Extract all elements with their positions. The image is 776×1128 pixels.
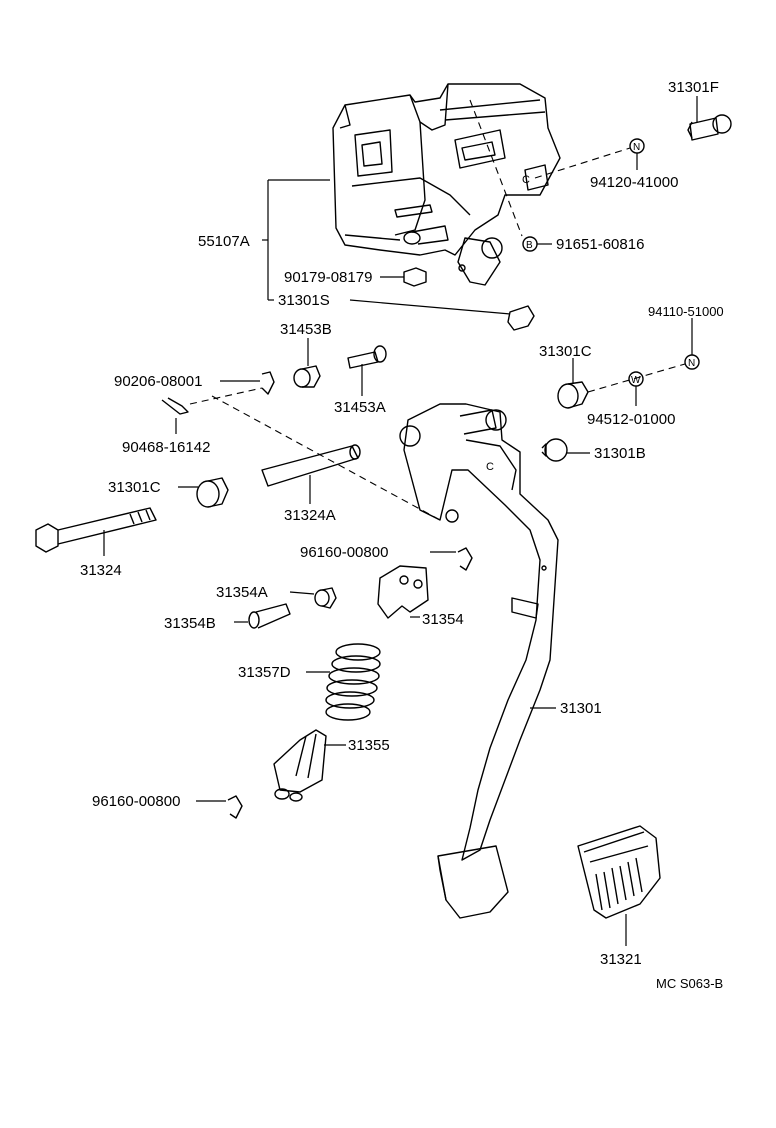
bolt-31301F-drawing <box>687 96 732 141</box>
nut-badge-n-top: N <box>534 138 645 179</box>
label-31324: 31324 <box>80 562 122 579</box>
svg-text:W: W <box>631 375 641 386</box>
label-94512-01000: 94512-01000 <box>587 411 675 428</box>
bracket-31354-drawing <box>377 565 429 619</box>
label-90468-16142: 90468-16142 <box>122 439 210 456</box>
svg-text:N: N <box>633 142 640 153</box>
bushing-31301C-top-drawing <box>557 358 589 409</box>
assembly-line-pin <box>211 395 441 521</box>
label-31453A: 31453A <box>334 399 386 416</box>
label-31301C-left: 31301C <box>108 479 161 496</box>
label-96160-00800-top: 96160-00800 <box>300 544 388 561</box>
clip-90206-drawing <box>189 371 275 405</box>
bushing-31453B-drawing <box>293 338 321 388</box>
label-31355: 31355 <box>348 737 390 754</box>
nut-washer-right-drawing: N W <box>587 318 700 406</box>
pedal-arm-31301-drawing: C <box>399 403 559 919</box>
label-94110-51000: 94110-51000 <box>648 304 724 319</box>
sleeve-31324A-drawing <box>261 444 361 504</box>
nut-90179-drawing <box>380 267 427 287</box>
cotter-pin-90468-drawing <box>161 397 189 434</box>
leader-55107A <box>262 179 330 300</box>
label-90206-08001: 90206-08001 <box>114 373 202 390</box>
label-31324A: 31324A <box>284 507 336 524</box>
bolt-31324-drawing <box>35 507 157 556</box>
label-90179-08179: 90179-08179 <box>284 269 372 286</box>
pedal-pad-31321-drawing <box>577 825 661 946</box>
label-31321: 31321 <box>600 951 642 968</box>
clip-96160-bottom-drawing <box>196 795 243 819</box>
label-31354B: 31354B <box>164 615 216 632</box>
clip-96160-top-drawing <box>430 547 473 571</box>
pin-31354B-drawing <box>234 603 291 629</box>
pin-31453A-drawing <box>347 345 387 396</box>
bushing-31354A-drawing <box>289 587 337 609</box>
svg-text:N: N <box>688 358 695 369</box>
bolt-badge-b: B <box>469 99 552 252</box>
pedal-bracket-drawing: C <box>332 83 561 286</box>
cushion-31301B-drawing <box>541 438 590 462</box>
label-31301F: 31301F <box>668 79 719 96</box>
label-94120-41000: 94120-41000 <box>590 174 678 191</box>
stopper-31301S-drawing <box>268 299 535 331</box>
label-31301: 31301 <box>560 700 602 717</box>
label-31301S: 31301S <box>278 292 330 309</box>
label-31301C-top: 31301C <box>539 343 592 360</box>
svg-text:C: C <box>486 461 494 473</box>
label-91651-60816: 91651-60816 <box>556 236 644 253</box>
label-31354A: 31354A <box>216 584 268 601</box>
label-31453B: 31453B <box>280 321 332 338</box>
svg-text:B: B <box>526 240 533 251</box>
bracket-31355-drawing <box>273 729 346 802</box>
diagram-code: MC S063-B <box>656 976 723 991</box>
spring-31357D-drawing <box>306 643 381 721</box>
bushing-31301C-left-drawing <box>178 477 229 508</box>
label-55107A: 55107A <box>198 233 250 250</box>
label-96160-00800-bottom: 96160-00800 <box>92 793 180 810</box>
label-31301B: 31301B <box>594 445 646 462</box>
svg-text:C: C <box>522 174 530 186</box>
label-31357D: 31357D <box>238 664 291 681</box>
label-31354: 31354 <box>422 611 464 628</box>
